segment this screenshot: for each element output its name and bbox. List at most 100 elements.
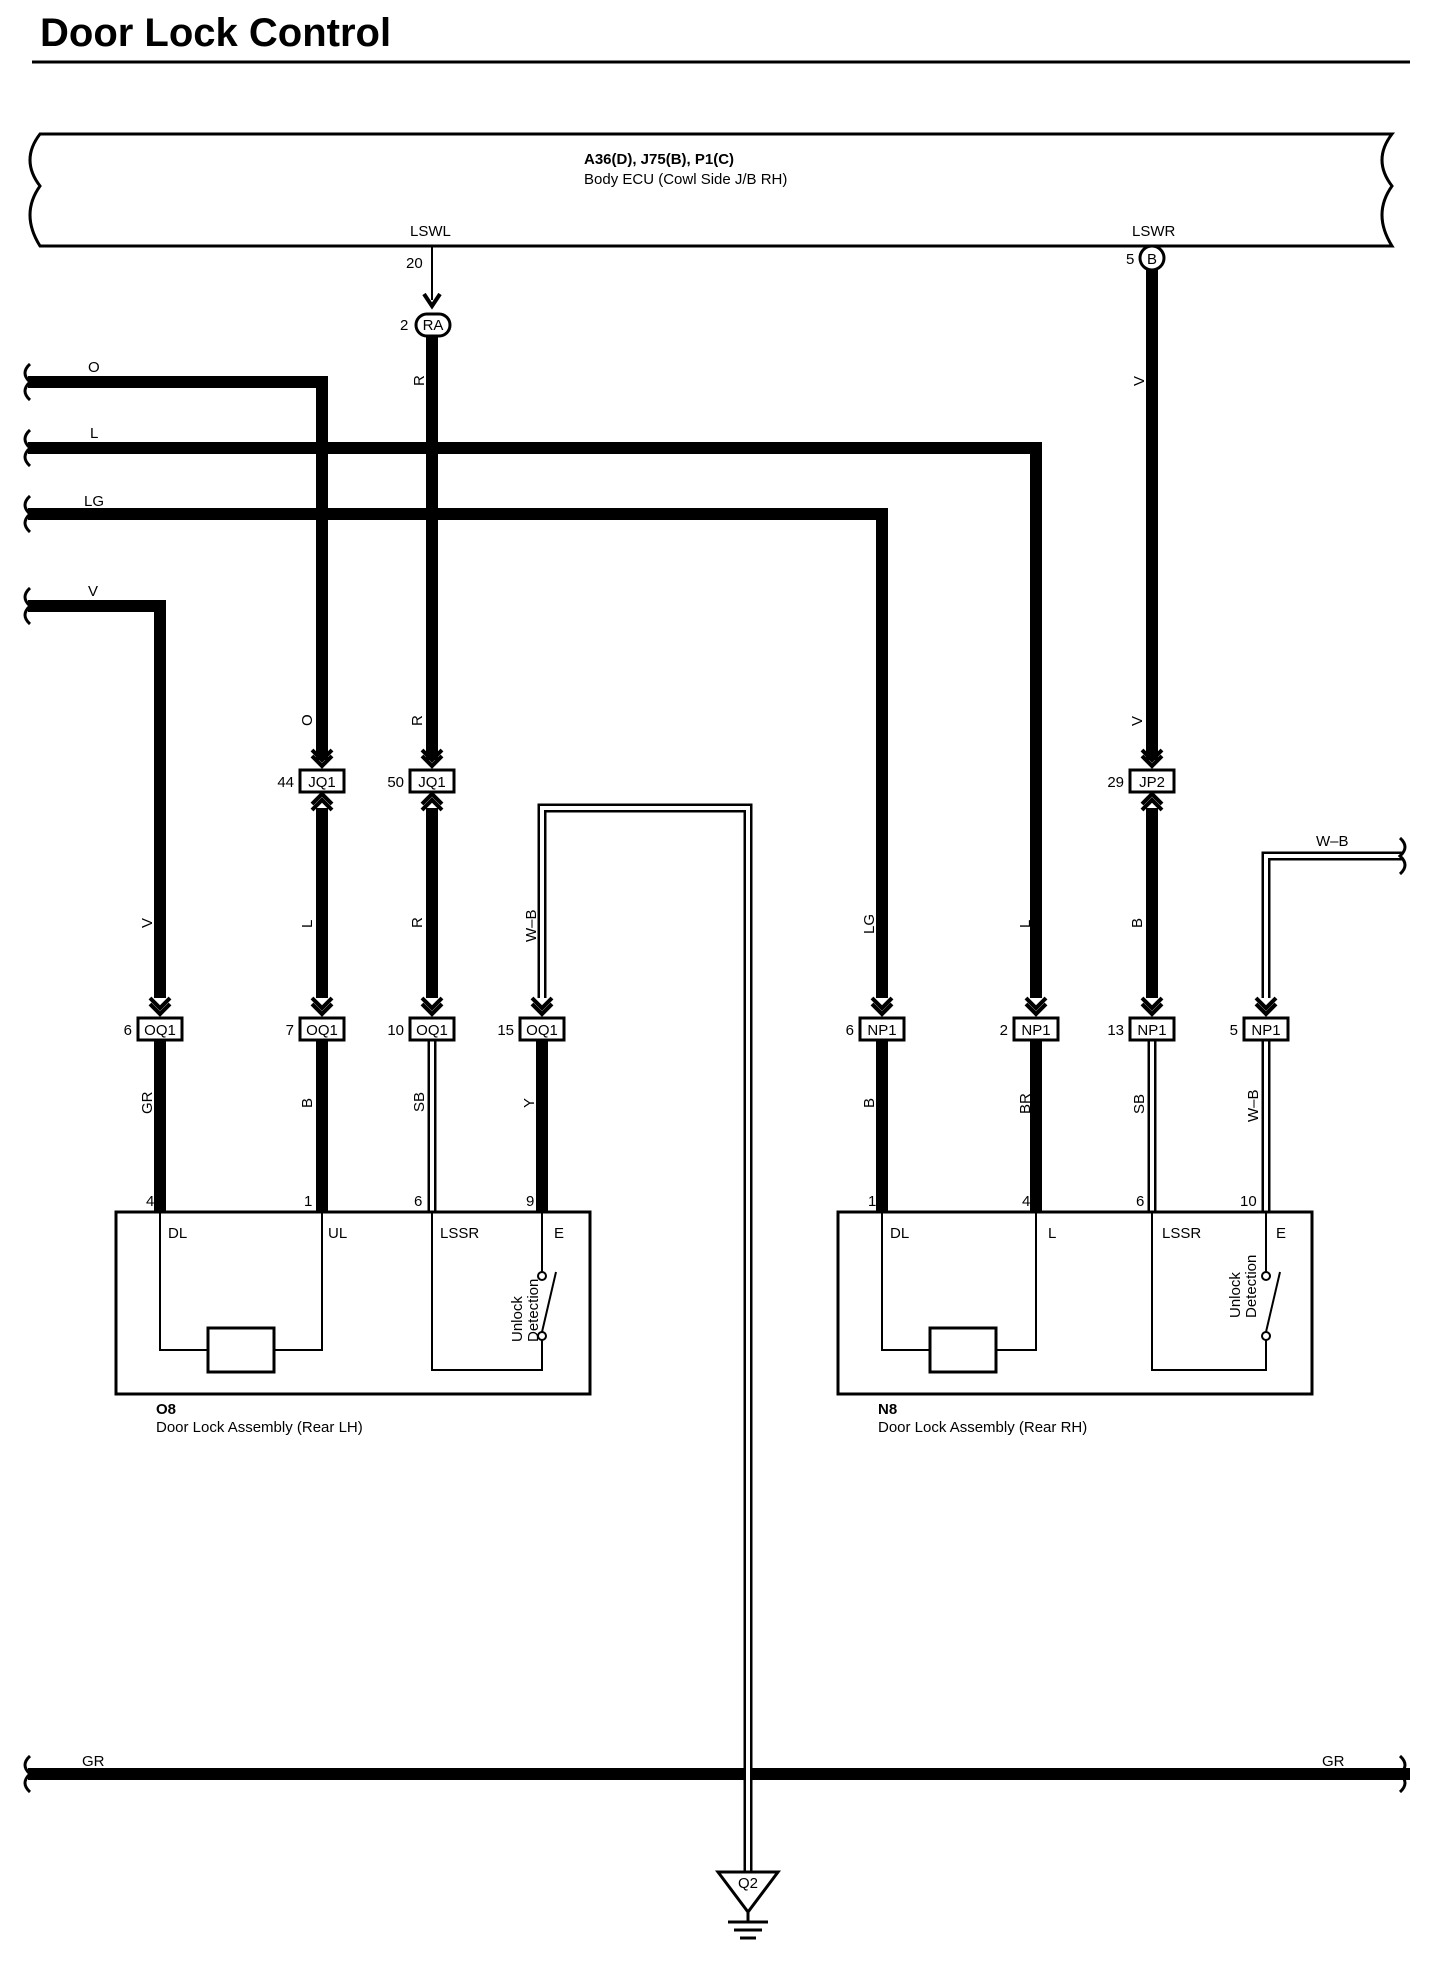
connector-id: JQ1 bbox=[418, 774, 446, 791]
rh-name: Door Lock Assembly (Rear RH) bbox=[878, 1419, 1087, 1436]
feed-label-l: L bbox=[90, 425, 98, 442]
door-lock-lh: 4 1 6 9 DL UL LSSR E Unlock Detection O8… bbox=[114, 1193, 592, 1436]
connector-chevron-up-icon bbox=[420, 791, 444, 812]
connector-id: NP1 bbox=[1251, 1022, 1280, 1039]
wc-np1-13-above: B bbox=[1129, 918, 1146, 928]
connector-pin: 15 bbox=[497, 1022, 514, 1039]
lh-pin-9: 9 bbox=[526, 1193, 534, 1210]
lswr-circuit: 5 B bbox=[1126, 244, 1166, 272]
connector-id: JQ1 bbox=[308, 774, 336, 791]
heavy-wires bbox=[28, 270, 1410, 1780]
ecu-pin-lswl-name: LSWL bbox=[410, 223, 451, 240]
ground-label: Q2 bbox=[738, 1875, 758, 1892]
connector-id: OQ1 bbox=[526, 1022, 558, 1039]
ecu-pin-lswr-name: LSWR bbox=[1132, 223, 1176, 240]
lh-pin-4: 4 bbox=[146, 1193, 154, 1210]
rh-switch bbox=[1265, 1271, 1281, 1333]
feed-label-lg: LG bbox=[84, 493, 104, 510]
connector-jq1-44: JQ1 44 bbox=[277, 748, 346, 812]
wire-lg bbox=[28, 508, 888, 998]
lh-label-ul: UL bbox=[328, 1225, 347, 1242]
ground-q2: Q2 bbox=[715, 1870, 781, 1940]
wc-jq1-50-above: R bbox=[409, 715, 426, 726]
connector-oq1-15: OQ1 15 bbox=[497, 996, 566, 1042]
connector-box bbox=[1128, 768, 1176, 794]
connector-box bbox=[1128, 1016, 1176, 1042]
wc-np1-5-below: W–B bbox=[1245, 1089, 1262, 1122]
connector-chevron-icon bbox=[1140, 996, 1164, 1017]
ecu-connectors-label: A36(D), J75(B), P1(C) bbox=[584, 151, 734, 168]
connector-pin: 5 bbox=[1230, 1022, 1238, 1039]
connector-pin: 6 bbox=[124, 1022, 132, 1039]
connector-chevron-icon bbox=[1140, 748, 1164, 769]
wc-lswr-upper: V bbox=[1131, 376, 1148, 386]
lh-pin-1: 1 bbox=[304, 1193, 312, 1210]
rh-switch-label-2: Detection bbox=[1243, 1255, 1260, 1318]
connector-id: NP1 bbox=[867, 1022, 896, 1039]
connector-box bbox=[408, 1016, 456, 1042]
connector-chevron-icon bbox=[1024, 996, 1048, 1017]
connector-id: JP2 bbox=[1139, 774, 1165, 791]
rh-label-dl: DL bbox=[890, 1225, 909, 1242]
lh-switch-label-1: Unlock bbox=[509, 1296, 526, 1342]
lh-pin-6: 6 bbox=[414, 1193, 422, 1210]
connector-id: OQ1 bbox=[306, 1022, 338, 1039]
feed-label-o: O bbox=[88, 359, 100, 376]
rh-switch-label-1: Unlock bbox=[1227, 1272, 1244, 1318]
connector-ra-label: RA bbox=[423, 317, 444, 334]
connector-pin: 44 bbox=[277, 774, 294, 791]
connector-pin: 50 bbox=[387, 774, 404, 791]
rh-pin-4: 4 bbox=[1022, 1193, 1030, 1210]
connector-box bbox=[136, 1016, 184, 1042]
connector-chevron-up-icon bbox=[1140, 791, 1164, 812]
connector-id: OQ1 bbox=[416, 1022, 448, 1039]
lswl-circuit: 20 RA 2 bbox=[400, 246, 452, 338]
lh-label-dl: DL bbox=[168, 1225, 187, 1242]
wc-np1-6-below: B bbox=[861, 1098, 878, 1108]
wc-lswl-upper: R bbox=[411, 375, 428, 386]
wc-bottom-left: GR bbox=[82, 1753, 105, 1770]
ecu-name: Body ECU (Cowl Side J/B RH) bbox=[584, 171, 787, 188]
connector-box bbox=[1242, 1016, 1290, 1042]
connector-box bbox=[858, 1016, 906, 1042]
double-wires bbox=[427, 803, 1404, 1886]
rh-pin-6: 6 bbox=[1136, 1193, 1144, 1210]
connector-chevron-icon bbox=[530, 996, 554, 1017]
wc-bottom-right: GR bbox=[1322, 1753, 1345, 1770]
connector-chevron-icon bbox=[310, 748, 334, 769]
lh-code: O8 bbox=[156, 1401, 176, 1418]
connector-pin: 13 bbox=[1107, 1022, 1124, 1039]
ecu-pin-5-connector: B bbox=[1147, 251, 1157, 268]
rh-label-e: E bbox=[1276, 1225, 1286, 1242]
page-title: Door Lock Control bbox=[40, 11, 391, 55]
connector-pin: 6 bbox=[846, 1022, 854, 1039]
connector-pin: 7 bbox=[286, 1022, 294, 1039]
wc-np1-5-right: W–B bbox=[1316, 833, 1349, 850]
connector-box bbox=[1012, 1016, 1060, 1042]
connector-chevron-icon bbox=[420, 996, 444, 1017]
wc-oq1-7-above: L bbox=[299, 920, 316, 928]
connector-chevron-up-icon bbox=[310, 791, 334, 812]
wc-oq1-7-below: B bbox=[299, 1098, 316, 1108]
connector-box bbox=[518, 1016, 566, 1042]
door-lock-lh-box bbox=[114, 1210, 592, 1396]
lh-label-e: E bbox=[554, 1225, 564, 1242]
connector-ra-pin: 2 bbox=[400, 317, 408, 334]
wc-oq1-10-above: R bbox=[409, 917, 426, 928]
wire-break-marks bbox=[23, 362, 1407, 1794]
lh-label-lssr: LSSR bbox=[440, 1225, 479, 1242]
lh-switch-label-2: Detection bbox=[525, 1279, 542, 1342]
wc-oq1-15-below: Y bbox=[521, 1098, 538, 1108]
wc-oq1-10-below: SB bbox=[411, 1092, 428, 1112]
wire-color-labels: R V O R V V L R W–B LG L B W–B GR B SB Y… bbox=[82, 375, 1349, 1770]
wc-np1-6-above: LG bbox=[861, 914, 878, 934]
connector-chevron-icon bbox=[870, 996, 894, 1017]
rh-label-l: L bbox=[1048, 1225, 1056, 1242]
lh-motor bbox=[206, 1326, 276, 1374]
